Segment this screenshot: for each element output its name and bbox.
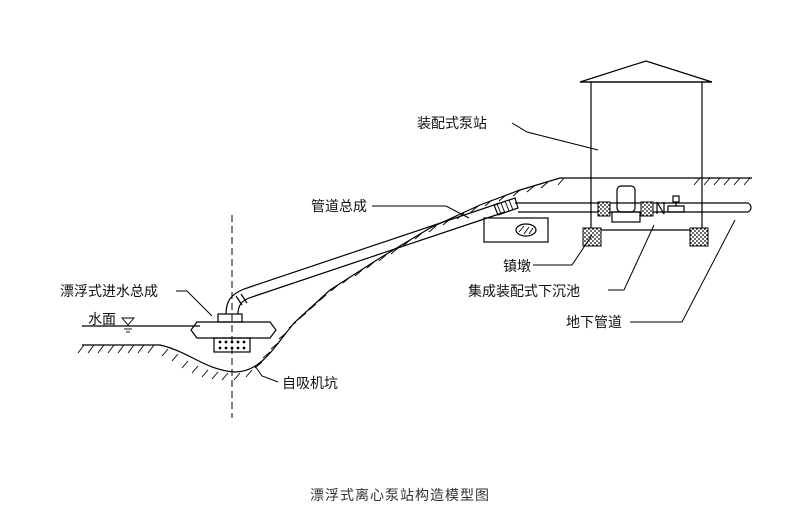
pump-station-building	[579, 60, 713, 247]
valve-right	[640, 201, 654, 217]
suction-pipe	[225, 197, 519, 315]
label-water-surface: 水面	[88, 312, 116, 328]
horizontal-pipe	[515, 202, 752, 213]
label-self-priming-pit: 自吸机坑	[282, 376, 338, 392]
leader-lines	[176, 122, 736, 383]
foundation-left	[582, 227, 602, 247]
label-pipe-assembly: 管道总成	[311, 199, 367, 215]
figure-caption: 漂浮式离心泵站构造模型图	[310, 487, 490, 504]
water-surface	[82, 317, 200, 333]
label-underground-pipe: 地下管道	[566, 315, 622, 331]
ground-profile	[77, 177, 752, 381]
label-thrust-block: 镇墩	[503, 259, 531, 275]
label-pump-station: 装配式泵站	[417, 116, 487, 132]
floating-intake	[190, 313, 277, 353]
foundation-right	[689, 227, 709, 247]
water-level-marker-icon	[121, 317, 135, 326]
valve-left	[597, 201, 611, 217]
label-sump: 集成装配式下沉池	[468, 283, 580, 300]
thrust-block	[483, 217, 549, 243]
label-float-intake: 漂浮式进水总成	[60, 284, 158, 300]
